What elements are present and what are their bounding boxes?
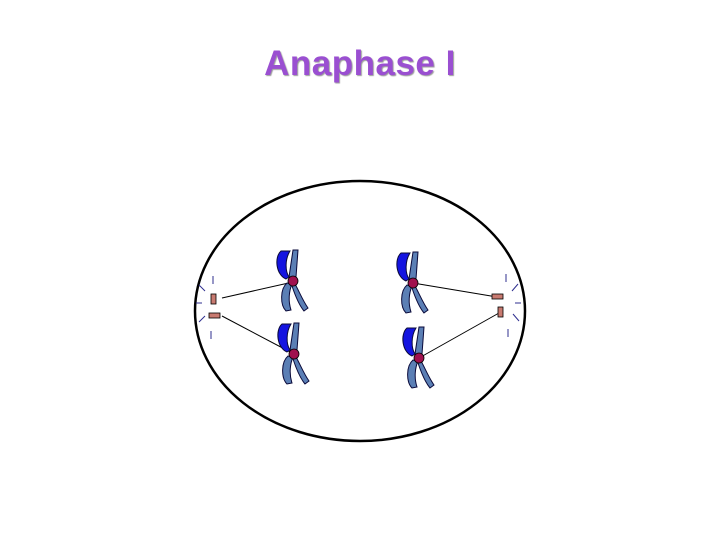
slide-title: Anaphase I: [264, 44, 456, 83]
chromosome-left-upper: [276, 249, 309, 312]
chromosome-left-lower: [277, 322, 310, 385]
chromosome-right-upper: [396, 251, 429, 314]
spindle-fibers: [221, 281, 500, 359]
left-centrosome: [196, 276, 221, 339]
chromosome-right-lower: [402, 326, 435, 389]
cell-membrane: [193, 179, 527, 443]
right-centrosome: [491, 274, 521, 337]
